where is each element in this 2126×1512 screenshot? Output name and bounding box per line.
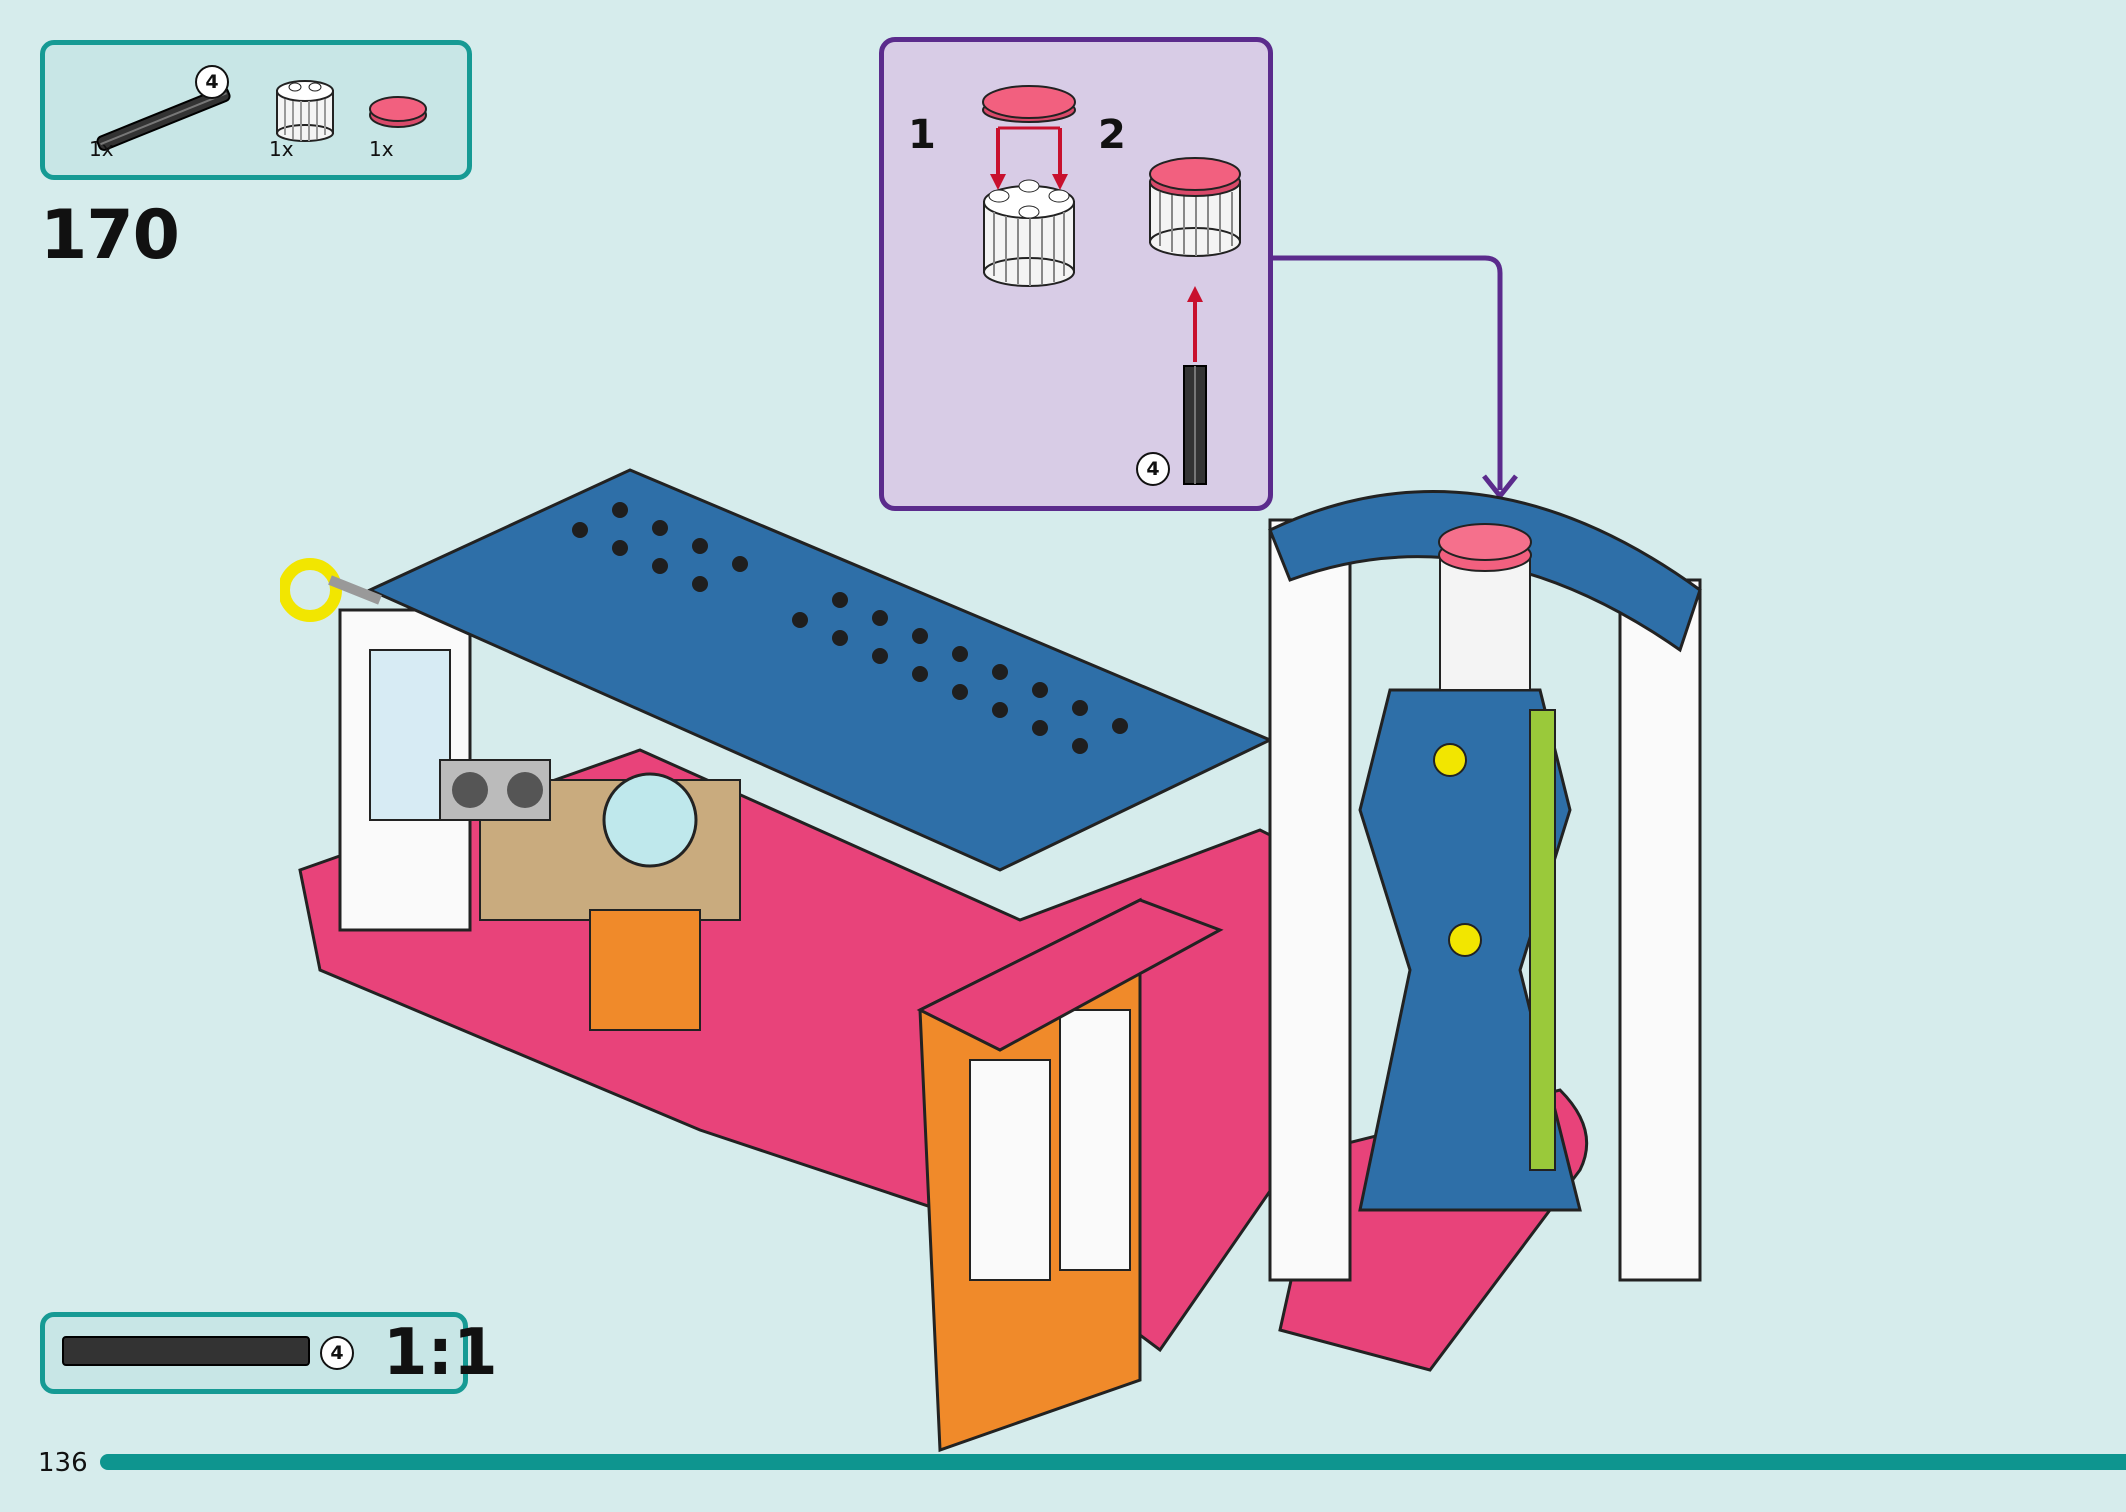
axle-part-image [96,86,231,151]
round-brick-part-image [276,80,334,142]
scale-label: 1:1 [383,1316,498,1390]
scale-axle-length-badge: 4 [320,1336,354,1370]
axle-quantity: 1x [89,137,114,161]
page-number: 136 [38,1448,88,1478]
round-tile-part-image [369,96,427,128]
sub-step-number-1: 1 [908,112,936,158]
round-brick-quantity: 1x [269,137,294,161]
round-tile-quantity: 1x [369,137,394,161]
sub-step-number-2: 2 [1098,112,1126,158]
footer-progress-bar [100,1454,2126,1470]
step-number: 170 [40,196,180,275]
parts-list-callout: 4 1x 1x 1x [40,40,472,180]
sub-step-2-illustration [1149,157,1241,485]
scale-axle-image [62,1336,310,1366]
model-illustration [280,468,1702,1453]
sub-step-1-illustration [982,85,1076,287]
sub-axle-length-badge: 4 [1136,452,1170,486]
axle-length-badge: 4 [195,65,229,99]
sub-assembly-callout: 1 2 4 [879,37,1273,511]
